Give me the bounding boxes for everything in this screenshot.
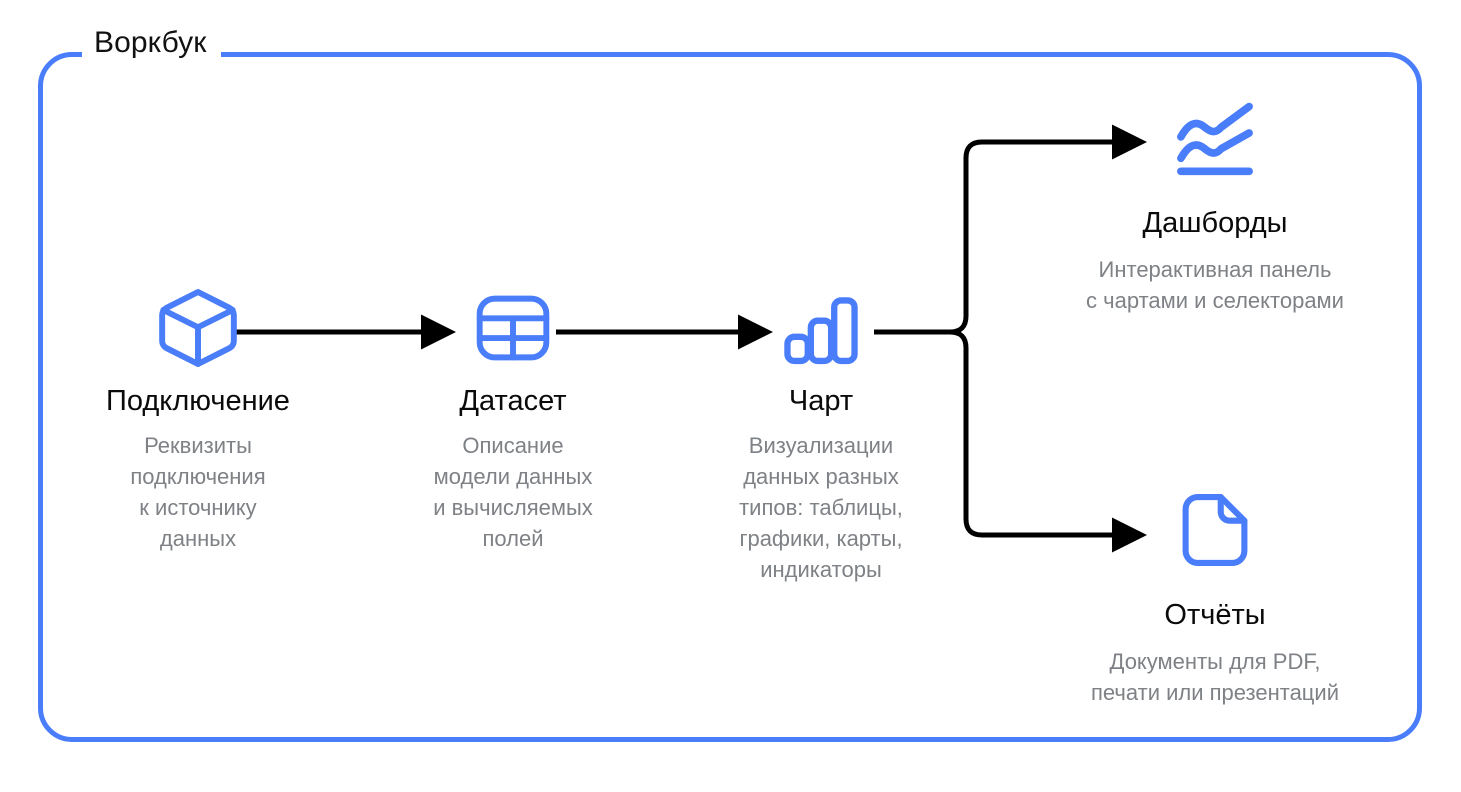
node-title: Подключение: [106, 385, 290, 417]
cube-icon: [48, 282, 348, 374]
table-icon: [388, 282, 638, 374]
bar-chart-icon: [676, 282, 966, 374]
workbook-frame: [38, 52, 1422, 742]
node-title: Отчёты: [1164, 599, 1266, 631]
workbook-title: Воркбук: [82, 26, 221, 60]
node-description: Документы для PDF,печати или презентаций: [1090, 649, 1339, 705]
document-icon: [1020, 484, 1410, 576]
node-title: Датасет: [459, 385, 567, 417]
line-chart-icon: [1020, 92, 1410, 184]
node-report[interactable]: Отчёты Документы для PDF,печати или през…: [1020, 484, 1410, 708]
node-title: Чарт: [788, 385, 854, 417]
node-title: Дашборды: [1142, 207, 1288, 239]
